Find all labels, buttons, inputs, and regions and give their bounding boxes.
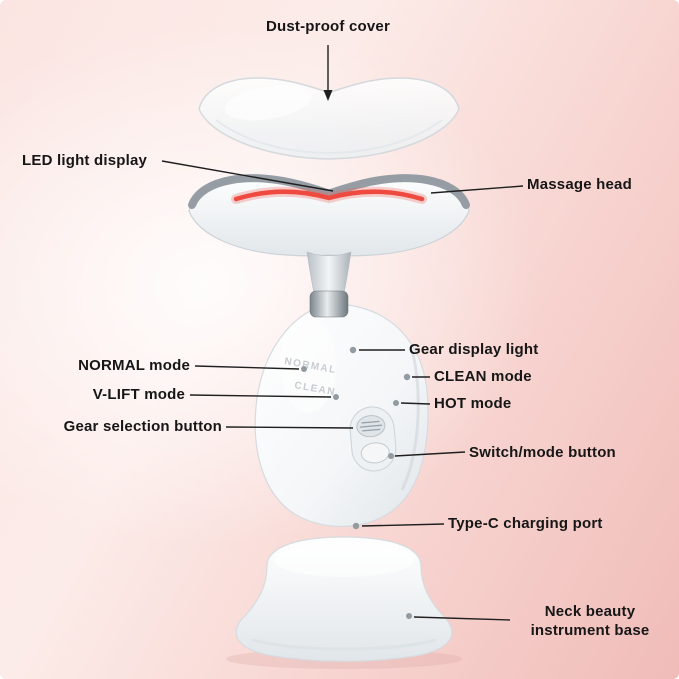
line-normal-mode (194, 365, 300, 370)
line-gear-selection-button (225, 426, 354, 429)
dot-v-lift-mode (333, 394, 339, 400)
head-stem (306, 251, 352, 294)
arrow-dust-proof-cover (323, 90, 333, 101)
line-hot-mode (400, 402, 431, 405)
line-v-lift-mode (189, 394, 332, 398)
dot-normal-mode (301, 366, 307, 372)
head-top-band (188, 174, 470, 209)
label-massage-head: Massage head (527, 176, 632, 193)
label-v-lift-mode: V-LIFT mode (92, 386, 185, 403)
label-led-light-display: LED light display (22, 152, 148, 169)
switch-mode-button-part (360, 442, 390, 464)
line-base (413, 616, 511, 621)
massage-head-part (188, 174, 470, 294)
label-gear-display-light: Gear display light (409, 341, 539, 358)
dot-gear-display-light (349, 346, 357, 354)
label-switch-mode-button: Switch/mode button (469, 444, 616, 461)
led-strip (233, 189, 425, 202)
callout-lines (161, 45, 524, 621)
label-type-c-charging-port: Type-C charging port (448, 515, 603, 532)
dot-base (406, 613, 412, 619)
line-type-c-port (361, 523, 445, 527)
dot-switch-mode-button (388, 453, 394, 459)
dust-proof-cover-part (198, 77, 460, 160)
dot-hot-mode (393, 400, 399, 406)
label-hot-mode: HOT mode (434, 395, 512, 412)
device-body-part: NORMAL CLEAN (254, 303, 429, 528)
dot-clean-mode (403, 373, 411, 381)
chrome-connector (309, 290, 349, 318)
label-clean-mode: CLEAN mode (434, 368, 532, 385)
line-led-light-display (161, 160, 334, 192)
label-neck-beauty-instrument-base: Neck beauty instrument base (530, 603, 650, 639)
label-gear-selection-button: Gear selection button (63, 418, 222, 435)
button-panel (349, 406, 397, 472)
line-switch-mode-button (394, 451, 466, 457)
label-normal-mode: NORMAL mode (78, 357, 190, 374)
label-dust-proof-cover: Dust-proof cover (265, 18, 391, 35)
device-base-part (235, 536, 453, 662)
line-massage-head (430, 185, 524, 194)
dot-type-c-port (352, 522, 360, 530)
